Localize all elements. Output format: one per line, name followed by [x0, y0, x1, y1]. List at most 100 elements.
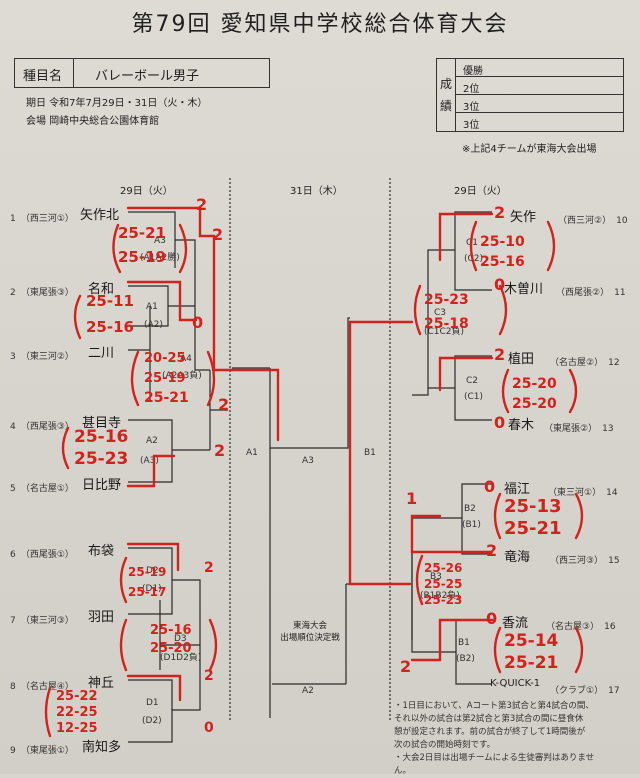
team-name: 春木: [508, 418, 535, 433]
team-pref: （西尾張③）: [20, 422, 74, 432]
team-num: 3: [10, 352, 16, 362]
score-text: 25-19: [118, 248, 166, 266]
win-count: 2: [218, 395, 229, 414]
team-pref: （名古屋②）: [550, 358, 604, 368]
team-pref: （西三河①）: [20, 214, 74, 224]
center-caption-line: 東海大会: [292, 621, 327, 631]
bracket-mark: [61, 426, 70, 470]
team-num: 2: [10, 288, 16, 298]
team-name: 甚目寺: [82, 416, 122, 431]
win-count: 2: [196, 195, 207, 214]
team-name: 羽田: [88, 610, 115, 625]
winner-line: [438, 356, 494, 392]
bracket-mark: [469, 220, 478, 272]
bracket-mark: [574, 626, 584, 674]
winner-line: [126, 674, 182, 702]
node-b2: B2: [464, 504, 476, 514]
footnote-line: ・1日目において、Aコート第3試合と第4試合の間、: [394, 701, 594, 711]
node-c2: C2: [466, 376, 479, 386]
results-side-label: 成績: [440, 77, 453, 113]
win-count: 2: [214, 441, 225, 460]
score-text: 25-21: [144, 390, 189, 406]
score-text: 25-23: [74, 449, 128, 469]
team-num: 6: [10, 550, 16, 560]
team-name: 木曽川: [504, 282, 544, 297]
date-line: 期日 令和7年7月29日・31日（火・木）: [26, 98, 208, 109]
winner-line: [126, 206, 234, 372]
score-text: 25-20: [512, 396, 557, 412]
team-pref: （西尾張②）: [556, 288, 610, 298]
team-pref: （東三河③）: [20, 616, 74, 626]
winner-line: [438, 212, 494, 262]
team-num: 4: [10, 422, 16, 432]
winner-line: [126, 280, 198, 322]
win-count: 2: [204, 668, 214, 684]
bracket-mark: [498, 284, 508, 336]
score-text: 12-25: [56, 721, 98, 736]
team-num: 11: [614, 288, 626, 298]
win-count: 0: [494, 413, 505, 432]
bracket-mark: [493, 626, 502, 674]
score-text: 25-16: [74, 427, 128, 447]
score-text: 25-20: [512, 376, 557, 392]
score-text: 25-21: [504, 653, 558, 673]
team-name: 名和: [88, 282, 115, 297]
team-pref: （名古屋④）: [20, 682, 74, 692]
team-num: 8: [10, 682, 16, 692]
team-name: 矢作: [510, 210, 537, 225]
team-pref: （名古屋①）: [20, 484, 74, 494]
bracket-mark: [493, 492, 502, 540]
win-count: 0: [484, 477, 495, 496]
score-text: 25-21: [118, 224, 166, 242]
bracket-mark: [568, 368, 578, 414]
score-text: 25-23: [424, 593, 462, 607]
team-name: 二川: [88, 346, 115, 361]
team-pref: （東尾張③）: [20, 288, 74, 298]
team-num: 1: [10, 214, 16, 224]
win-count: 2: [486, 541, 497, 560]
team-name: 南知多: [82, 740, 122, 755]
score-text: 25-10: [480, 234, 525, 250]
node-a1-sub: (A2): [144, 320, 163, 330]
score-text: 25-13: [504, 496, 562, 517]
team-name: 布袋: [88, 544, 115, 559]
winner-line: [348, 320, 414, 586]
winner-line: [126, 454, 176, 488]
score-text: 25-26: [424, 561, 462, 575]
center-caption: 東海大会 出場順位決定戦: [270, 620, 350, 644]
bracket-mark: [415, 554, 424, 606]
team-num: 7: [10, 616, 16, 626]
score-text: 25-16: [86, 318, 134, 336]
footnote-line: ん。: [394, 766, 412, 776]
day-label-right: 29日（火）: [454, 186, 507, 197]
team-num: 17: [608, 686, 620, 696]
team-pref: （西三河②）: [558, 216, 612, 226]
team-num: 15: [608, 556, 620, 566]
team-pref: （名古屋③）: [546, 622, 600, 632]
team-name: K-QUICK-1: [490, 678, 541, 689]
score-text: 20-25: [144, 351, 186, 366]
team-num: 16: [604, 622, 616, 632]
team-name: 香流: [502, 616, 529, 631]
win-count: 0: [192, 313, 203, 332]
score-text: 25-16: [150, 623, 192, 638]
score-text: 25-23: [424, 292, 469, 308]
node-c3-sub: (C1C2負): [424, 327, 465, 337]
node-a3-sub: (A1A2勝): [140, 253, 180, 263]
score-text: 25-14: [504, 631, 559, 651]
team-name: 竜海: [504, 550, 531, 565]
footnote-line: ・大会2日目は出場チームによる生徒審判はありませ: [394, 753, 595, 763]
node-d3: D3: [174, 634, 187, 644]
team-pref: （東三河①）: [548, 488, 602, 498]
center-caption-line: 出場順位決定戦: [280, 633, 340, 643]
team-num: 12: [608, 358, 620, 368]
team-pref: （東尾張①）: [20, 746, 74, 756]
event-label: 種目名: [23, 69, 63, 84]
venue-line: 会場 岡崎中央総合公園体育館: [26, 116, 160, 127]
win-count: 2: [212, 225, 223, 244]
node-b1: B1: [458, 638, 470, 648]
node-a4: A4: [180, 354, 192, 364]
node-center-a2: A2: [302, 686, 314, 696]
win-count: 2: [494, 345, 505, 364]
node-center-a3: A3: [302, 456, 314, 466]
